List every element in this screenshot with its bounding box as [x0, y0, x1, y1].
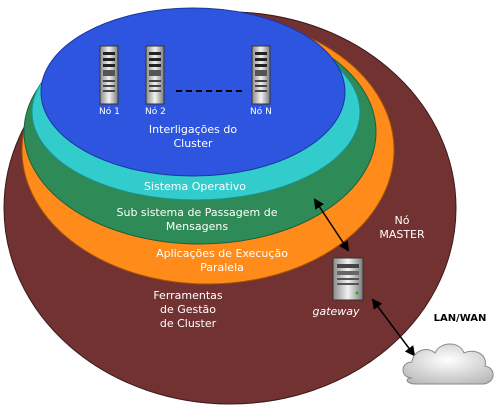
management-label-line-1: Ferramentas: [153, 289, 223, 302]
network-label: LAN/WAN: [434, 313, 487, 324]
gateway-computer-icon: [332, 257, 364, 301]
gateway-label: gateway: [312, 305, 360, 318]
node-n-label: Nó N: [250, 106, 272, 117]
management-label-line-3: de Cluster: [160, 317, 217, 330]
cloud-icon: [402, 343, 494, 385]
node-2-label: Nó 2: [145, 106, 166, 117]
interconnect-label-line-2: Cluster: [173, 137, 213, 150]
interconnect-label-line-1: Interligações do: [149, 123, 237, 136]
interconnect-layer: [40, 7, 346, 177]
parallel-apps-label-line-2: Paralela: [200, 261, 244, 274]
server-icon-node-2: [145, 45, 165, 105]
master-label-line-1: Nó: [395, 214, 410, 227]
messaging-label-line-2: Mensagens: [166, 220, 228, 233]
network-link-arrow: [371, 298, 416, 357]
messaging-label-line-1: Sub sistema de Passagem de: [116, 206, 277, 219]
node-1-label: Nó 1: [99, 106, 120, 117]
master-link-arrow: [313, 198, 350, 252]
server-icon-node-n: [251, 45, 271, 105]
os-label: Sistema Operativo: [144, 180, 246, 193]
master-label-line-2: MASTER: [379, 228, 425, 241]
management-label-line-2: de Gestão: [160, 303, 216, 316]
parallel-apps-label-line-1: Aplicações de Execução: [156, 247, 288, 260]
server-icon-node-1: [99, 45, 119, 105]
